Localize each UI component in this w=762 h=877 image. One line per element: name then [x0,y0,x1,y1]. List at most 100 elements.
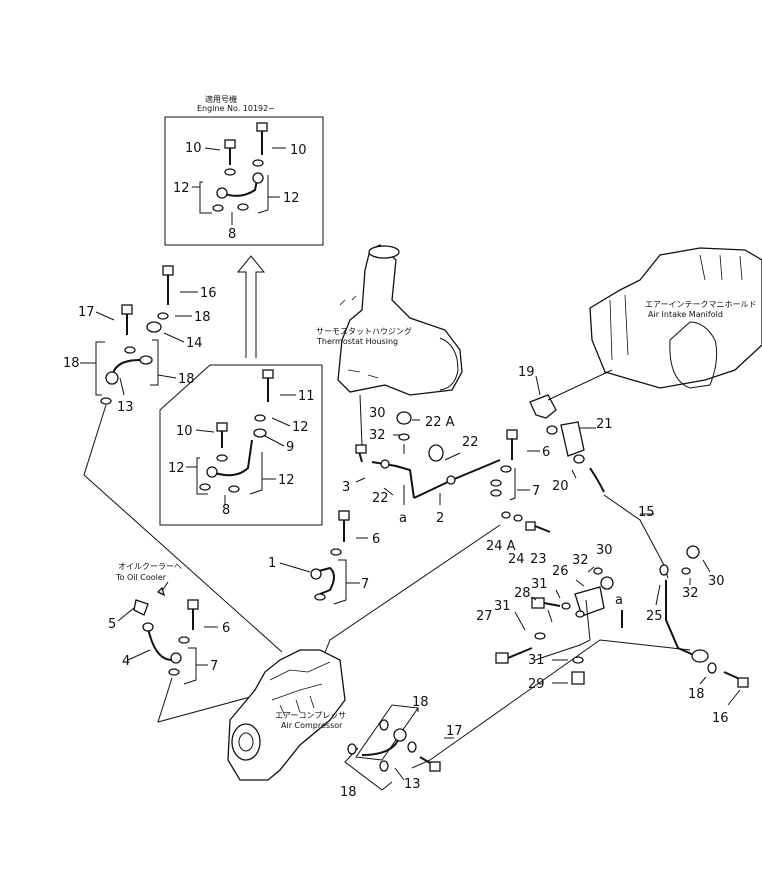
nut-icon [600,576,614,590]
callout-12: 12 [168,461,185,476]
left-upper-group [80,265,283,653]
callout-18: 18 [178,372,195,387]
bolt-icon [256,122,268,155]
callout-32: 32 [369,428,386,443]
callout-10: 10 [176,424,193,439]
cap-icon [428,444,444,462]
connector-icon [133,599,149,616]
washer-icon [199,483,211,491]
thermostat-label-en: Thermostat Housing [316,337,398,346]
callout-17: 17 [78,305,95,320]
fitting-icon [355,444,367,454]
callout-24: 24 [508,552,525,567]
callout-30: 30 [369,406,386,421]
oil-cooler-label-jp: オイルクーラーへ [118,562,182,571]
hose-icon [589,467,605,493]
callout-4: 4 [122,654,130,669]
oil-cooler-label-en: To Oil Cooler [115,573,167,582]
washer-icon [252,159,264,167]
oil-cooler-group: オイルクーラーへ To Oil Cooler [115,562,277,723]
nut-icon [686,545,700,559]
nut-icon [571,671,585,685]
callout-30: 30 [596,543,613,558]
nut-icon [396,411,412,425]
clamp-icon [574,586,605,617]
callout-21: 21 [596,417,613,432]
callout-7: 7 [210,659,218,674]
callout-28: 28 [514,586,531,601]
callout-19: 19 [518,365,535,380]
arrow-icon [156,586,166,597]
callout-18: 18 [412,695,429,710]
callout-30: 30 [708,574,725,589]
callout-7: 7 [361,577,369,592]
callout-18: 18 [63,356,80,371]
intake-label-jp: エアーインテークマニホールド [645,300,757,309]
elbow-fitting-icon [529,394,557,419]
callout-22: 22 [372,491,389,506]
compressor-label-en: Air Compressor [281,721,343,730]
air-compressor: エアーコンプレッサ Air Compressor [227,649,346,781]
callout-13: 13 [117,400,134,415]
callout-25: 25 [646,609,663,624]
callout-2: 2 [436,511,444,526]
bolt-icon [338,510,350,542]
callout-10: 10 [185,141,202,156]
callout-15: 15 [638,505,655,520]
pipe-icon [147,627,173,661]
bolt-icon [531,597,561,609]
callout-20: 20 [552,479,569,494]
callout-9: 9 [286,440,294,455]
right-upper-group [411,369,711,769]
washer-icon [237,203,249,211]
thermostat-housing: サーモスタットハウジング Thermostat Housing [316,244,463,446]
union-icon [560,421,585,457]
compressor-label-jp: エアーコンプレッサ [275,711,346,720]
callout-32: 32 [572,553,589,568]
callout-a: a [615,593,623,608]
washer-icon [157,312,169,320]
bottom-group [344,704,454,791]
callout-12: 12 [292,420,309,435]
right-bottom-group [699,662,749,706]
callout-16: 16 [712,711,729,726]
washer-icon [224,168,236,176]
callout-18: 18 [688,687,705,702]
thermostat-label-jp: サーモスタットハウジング [316,326,412,336]
callout-10: 10 [290,143,307,158]
callout-31: 31 [494,599,511,614]
callout-27: 27 [476,609,493,624]
washer-icon [398,433,410,441]
callout-23: 23 [530,552,547,567]
inset-box-middle [159,364,323,526]
connector-icon [253,428,267,438]
callout-32: 32 [682,586,699,601]
callout-7: 7 [532,484,540,499]
callout-12: 12 [278,473,295,488]
inset-box-top: 適用号機 Engine No. 10192~ [164,94,324,246]
callout-1: 1 [268,556,276,571]
callout-12: 12 [173,181,190,196]
bolt-icon [187,599,199,630]
washer-icon [212,204,224,212]
bolt-icon [419,756,441,772]
bolt-icon [216,422,228,448]
arrow-up-icon [236,255,266,358]
washer-icon [216,454,228,462]
bolt-icon [162,265,174,305]
washer-icon [139,355,153,365]
callout-6: 6 [542,445,550,460]
callout-24a: 24 A [486,539,516,554]
callout-22a: 22 A [425,415,455,430]
pipe-elbow-icon [314,566,335,595]
callout-17: 17 [446,724,463,739]
callout-22: 22 [462,435,479,450]
callout-29: 29 [528,677,545,692]
bolt-icon [262,369,274,402]
pipe-icon [665,580,697,657]
callout-a: a [399,511,407,526]
callout-16: 16 [200,286,217,301]
callout-18: 18 [340,785,357,800]
callout-31: 31 [531,577,548,592]
bolt-icon [506,429,518,460]
